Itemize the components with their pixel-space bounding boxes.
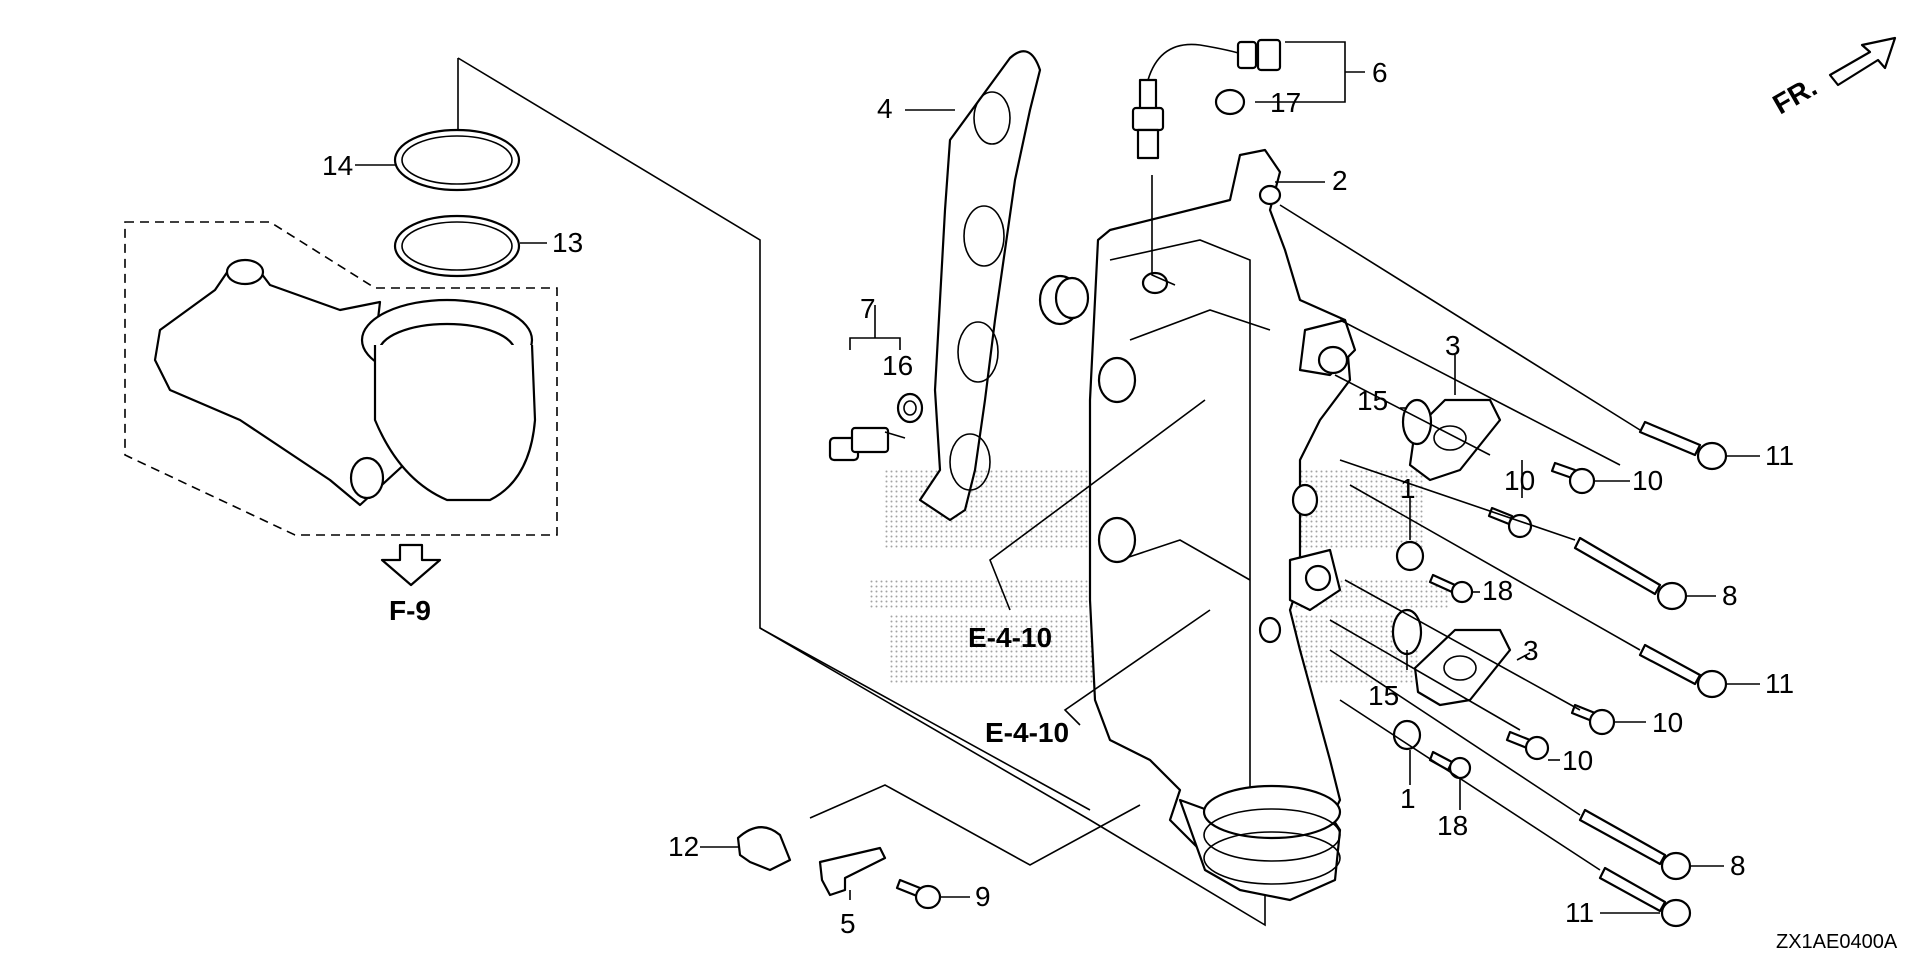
callout-16: 16: [882, 350, 913, 381]
callout-7: 7: [860, 293, 876, 324]
leader-lines: [355, 41, 1760, 914]
callout-1: 1: [1400, 473, 1416, 504]
clamp-12: [736, 826, 792, 872]
callout-10: 10: [1504, 465, 1535, 496]
manifold-gasket: [918, 50, 1042, 522]
callout-10: 10: [1652, 707, 1683, 738]
o-ring-14: [393, 128, 521, 192]
callout-2: 2: [1332, 165, 1348, 196]
oxygen-sensor: [1131, 38, 1282, 160]
temperature-sensor: [828, 426, 906, 462]
callout-9: 9: [975, 881, 991, 912]
bolt-8-top: [1573, 536, 1662, 596]
callout-3: 3: [1445, 330, 1461, 361]
callout-4: 4: [877, 93, 893, 124]
callout-15: 15: [1357, 385, 1388, 416]
assembly-frame: [457, 57, 1266, 927]
callout-18: 18: [1482, 575, 1513, 606]
callout-10: 10: [1632, 465, 1663, 496]
front-label: FR.: [1768, 71, 1823, 120]
exhaust-manifold: [1038, 148, 1357, 902]
bolt-8-bottom: [1578, 808, 1667, 866]
thermostat-cover-group: [124, 221, 558, 536]
callout-3: 3: [1523, 635, 1539, 666]
thermostat-nipple: [349, 456, 385, 500]
o-ring-13: [393, 214, 521, 278]
bolt-11-mid: [1638, 643, 1702, 686]
bolt-11-bottom: [1598, 866, 1667, 913]
callout-17: 17: [1270, 87, 1301, 118]
bolts: [895, 420, 1728, 928]
gasket-15-lower: [1391, 608, 1423, 656]
stay-5: [818, 846, 887, 897]
callout-18: 18: [1437, 810, 1468, 841]
cover-3-lower: [1413, 628, 1512, 707]
ref-f9: F-9: [389, 595, 431, 626]
callout-1: 1: [1400, 783, 1416, 814]
callout-12: 12: [668, 831, 699, 862]
washer-16: [896, 392, 924, 424]
callout-8: 8: [1730, 850, 1746, 881]
callout-8: 8: [1722, 580, 1738, 611]
bolt-11-top: [1638, 420, 1702, 457]
port-seal: [1054, 276, 1090, 320]
callout-11: 11: [1765, 668, 1794, 699]
callout-6: 6: [1372, 57, 1388, 88]
callout-5: 5: [840, 908, 856, 939]
callout-14: 14: [322, 150, 353, 181]
callout-11: 11: [1765, 440, 1794, 471]
callout-10: 10: [1562, 745, 1593, 776]
frame-inner: [457, 58, 1091, 811]
collar-1-lower: [1392, 719, 1422, 751]
callout-11: 11: [1565, 897, 1594, 928]
diagram-code: ZX1AE0400A: [1776, 931, 1898, 953]
callout-15: 15: [1368, 680, 1399, 711]
gasket-15-upper: [1401, 398, 1433, 446]
bolt-10-b: [1487, 506, 1514, 526]
clip-17: [1214, 88, 1246, 116]
arrow-down-icon: [380, 543, 442, 587]
ref-e-4-10: E-4-10: [985, 717, 1069, 748]
front-arrow-icon: [1828, 36, 1897, 87]
ref-e-4-10: E-4-10: [968, 622, 1052, 653]
collar-1-upper: [1395, 540, 1425, 572]
callout-labels: 1 1 2 3 3 4 5 6 7 8 8 9 10 10 10 10 11 1…: [322, 57, 1794, 939]
cover-3-upper: [1408, 398, 1502, 482]
callout-13: 13: [552, 227, 583, 258]
